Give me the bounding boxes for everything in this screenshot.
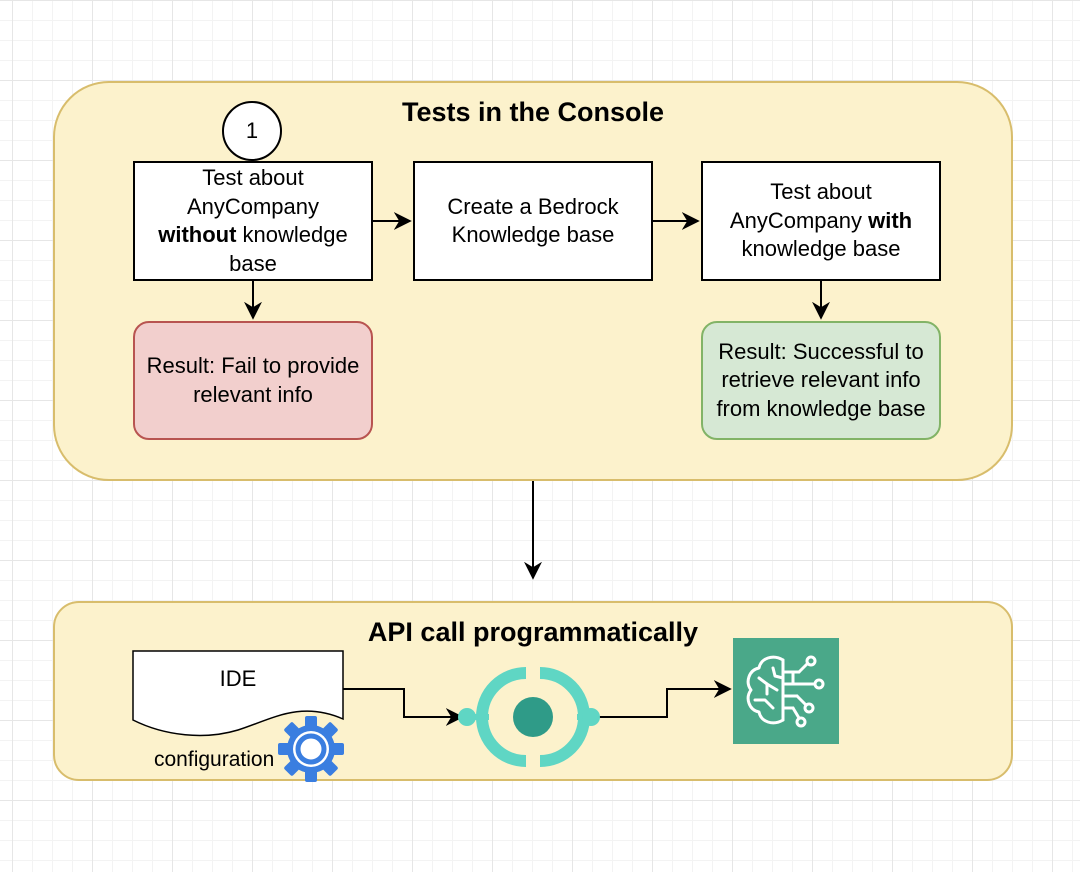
test-without-kb-box: Test about AnyCompany without knowledge … — [133, 161, 373, 281]
box-create-line2: Knowledge base — [451, 222, 615, 247]
api-panel-title: API call programmatically — [367, 617, 699, 647]
result-success-line1: Result: Successful to — [718, 338, 924, 364]
box-with-line3: knowledge base — [741, 236, 901, 262]
result-fail-box: Result: Fail to provide relevant info — [133, 321, 373, 440]
result-fail-line1: Result: Fail to provide — [146, 353, 360, 378]
step-number-badge: 1 — [222, 101, 282, 161]
api-call-panel: API call programmatically — [53, 601, 1013, 781]
api-endpoint-icon — [458, 667, 600, 767]
create-kb-box: Create a Bedrock Knowledge base — [413, 161, 653, 281]
box-with-bold: with — [868, 207, 913, 233]
ide-label: IDE — [219, 666, 257, 691]
box-with-pre: AnyCompany — [729, 207, 869, 233]
configuration-label: configuration — [154, 748, 275, 771]
box-without-line3: without knowledge — [158, 221, 348, 250]
ide-document-shape — [132, 650, 344, 737]
arrow-endpoint-to-bedrock — [599, 680, 732, 718]
box-without-rest: knowledge — [236, 222, 348, 247]
bedrock-brain-icon — [733, 638, 839, 744]
box-with-line1: Test about — [770, 179, 872, 205]
result-fail-line2: relevant info — [193, 381, 313, 407]
result-success-line2: retrieve relevant info — [721, 367, 921, 393]
box-without-line2: AnyCompany — [186, 193, 320, 219]
box-without-line1: Test about — [202, 165, 304, 190]
box-without-line4: base — [229, 250, 277, 276]
box-without-bold: without — [158, 222, 237, 247]
arrow-ide-to-endpoint — [343, 688, 464, 726]
box-create-line1: Create a Bedrock — [447, 193, 619, 219]
console-panel-title: Tests in the Console — [401, 97, 665, 127]
result-success-line3: from knowledge base — [716, 395, 926, 421]
box-with-line2: AnyCompany with — [730, 207, 912, 236]
test-with-kb-box: Test about AnyCompany with knowledge bas… — [701, 161, 941, 281]
gear-icon — [278, 716, 344, 782]
result-success-box: Result: Successful to retrieve relevant … — [701, 321, 941, 440]
